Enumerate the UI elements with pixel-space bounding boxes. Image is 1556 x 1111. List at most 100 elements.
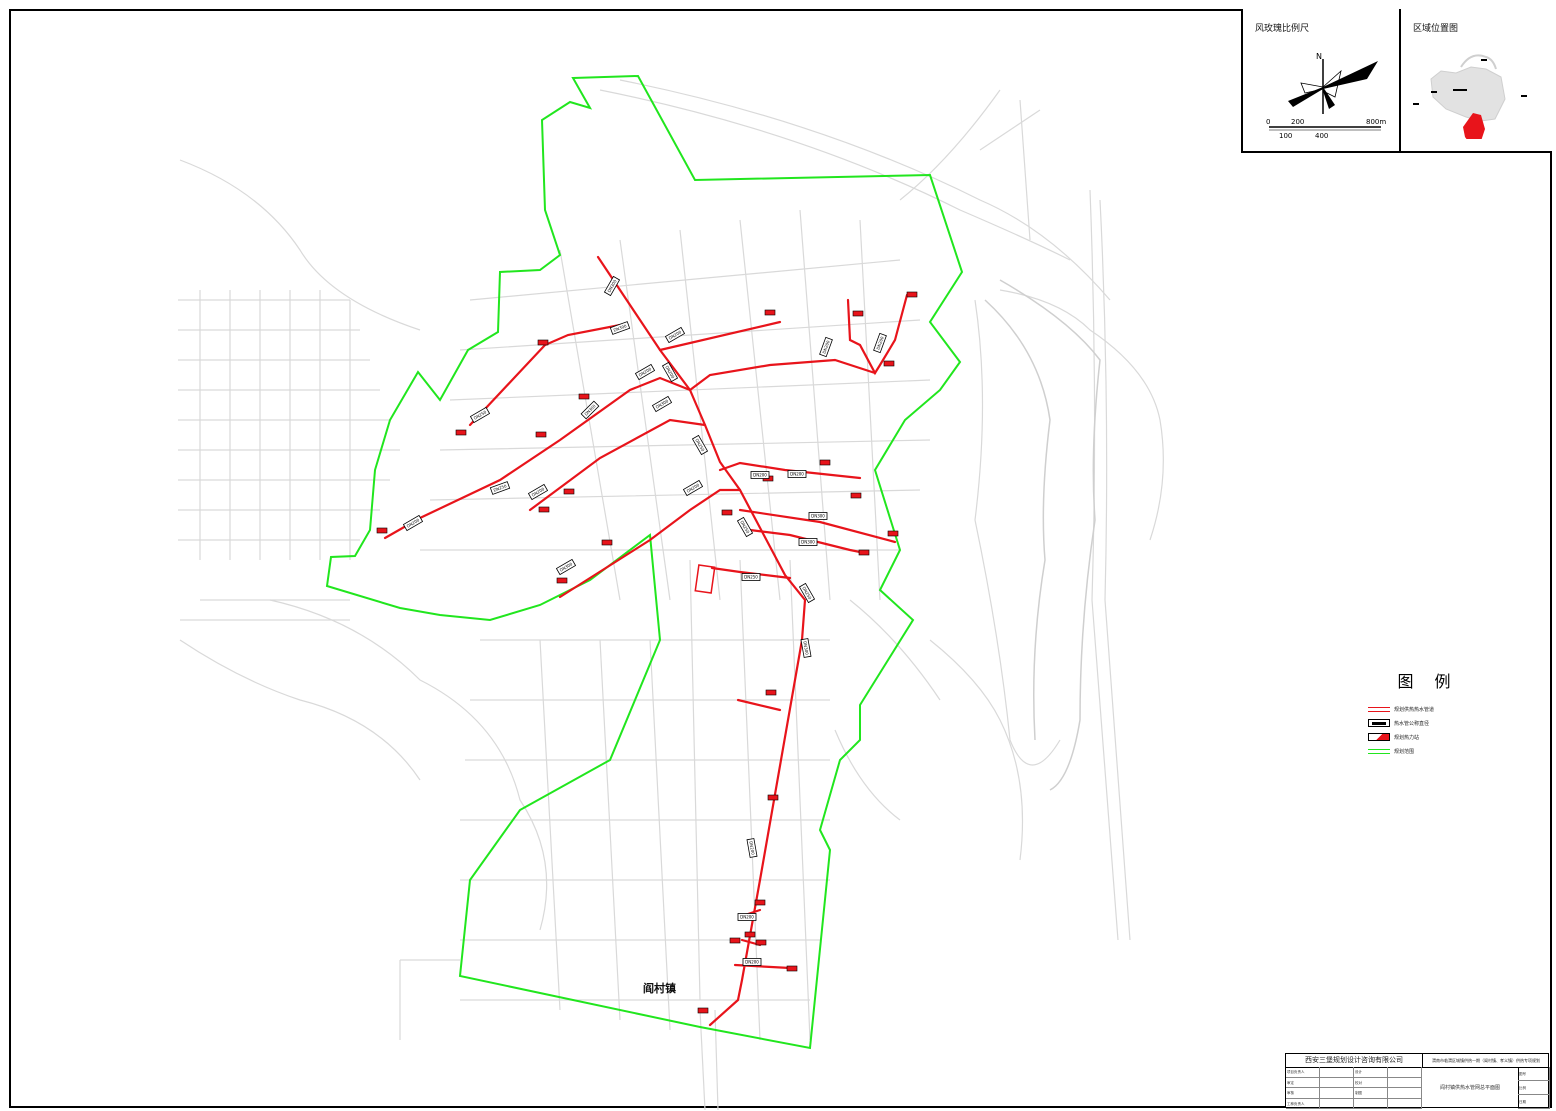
- tb-cell: [1388, 1098, 1422, 1109]
- tb-cell: [1320, 1067, 1354, 1078]
- drawing-info: 图号 比例 日期: [1518, 1067, 1550, 1109]
- tb-cell: 项目负责人: [1286, 1067, 1320, 1078]
- wind-rose-inset: 风玫瑰比例尺 N 0 200 800m 100 400: [1241, 9, 1399, 153]
- pipe-diameter-tag: DN200: [402, 514, 424, 532]
- planned-site: [694, 564, 716, 594]
- planning-boundary: [325, 74, 964, 1050]
- pipe-diameter-tag: DN250: [798, 582, 816, 604]
- pipe-diameter-tag: DN200: [742, 958, 762, 966]
- legend-label: 规划供热热水管道: [1394, 706, 1435, 713]
- heating-pipes: [383, 255, 909, 1027]
- tb-cell: 设计: [1354, 1067, 1388, 1078]
- pipe-diameter-tag: DN200: [661, 361, 679, 383]
- pipe-diameter-tag: DN200: [787, 470, 807, 478]
- pipe-diameter-tag: DN200: [873, 332, 887, 354]
- pipe-diameter-label: DN300: [655, 398, 670, 409]
- scale-tick-100: 100: [1279, 132, 1292, 139]
- tb-cell: 比例: [1518, 1081, 1550, 1095]
- legend: 图 例 规划供热热水管道 热水管公称直径 规划热力站 规划范围: [1368, 668, 1488, 758]
- wind-rose: N 0 200 800m 100 400: [1266, 52, 1386, 139]
- tb-cell: [1388, 1077, 1422, 1088]
- pipe-diameter-label: DN200: [790, 472, 804, 477]
- pipe-diameter-tag: DN250: [691, 434, 709, 456]
- location-title: 区域位置图: [1413, 24, 1459, 34]
- tb-cell: 审核: [1286, 1088, 1320, 1099]
- pipe-diameter-label: DN200: [748, 841, 755, 856]
- legend-item-station: 规划热力站: [1368, 730, 1488, 744]
- tb-cell: [1320, 1098, 1354, 1109]
- red-double-line-icon: [1368, 706, 1390, 712]
- pipe-diameter-tag: DN250: [741, 573, 761, 581]
- pipe-diameter-tag: DN300: [555, 558, 577, 576]
- tb-cell: 校对: [1354, 1077, 1388, 1088]
- tb-cell: [1320, 1088, 1354, 1099]
- tb-cell: 图号: [1518, 1067, 1550, 1081]
- legend-label: 规划范围: [1394, 748, 1415, 755]
- pipe-diameter-label: DN300: [811, 514, 825, 519]
- pipe-diameter-label: DN250: [493, 483, 508, 493]
- pipe-diameter-tag: DN250: [489, 481, 511, 495]
- scale-tick-400: 400: [1315, 132, 1328, 139]
- pipe-diameter-tag: DN200: [737, 913, 757, 921]
- tb-cell: [1388, 1088, 1422, 1099]
- scale-tick-800m: 800m: [1366, 118, 1386, 126]
- pipe-diameter-label: DN300: [606, 278, 617, 293]
- tb-cell: 审定: [1286, 1077, 1320, 1088]
- heat-stations: [376, 291, 918, 1014]
- location-map: [1413, 54, 1527, 139]
- pipe-diameter-tag: DN300: [798, 538, 818, 546]
- pipe-diameter-label: DN200: [740, 915, 754, 920]
- pipe-diameter-label: DN300: [559, 561, 574, 572]
- legend-label: 规划热力站: [1394, 734, 1420, 741]
- tb-cell: [1388, 1067, 1422, 1078]
- pipe-diameter-tag: DN300: [808, 512, 828, 520]
- pipe-diameter-tag: DN250: [736, 516, 754, 538]
- pipe-diameter-label: DN200: [664, 365, 675, 380]
- pipe-diameter-tag: DN200: [750, 471, 770, 479]
- pipe-diameter-tags: DN300DN300DN250DN200DN200DN300DN200DN300…: [402, 275, 887, 966]
- pipe-diameter-label: DN250: [801, 586, 812, 601]
- title-block: 西安三堡规划设计咨询有限公司 渭南市临渭区城镇供热一期（阎村镇、孝义镇）供热专项…: [1285, 1053, 1550, 1109]
- pipe-diameter-label: DN300: [613, 323, 628, 333]
- tb-cell: [1320, 1077, 1354, 1088]
- pipe-diameter-label: DN250: [694, 438, 705, 453]
- pipe-diameter-label: DN250: [473, 409, 488, 420]
- green-boundary-line-icon: [1368, 748, 1390, 754]
- pipe-diameter-tag: DN200: [664, 326, 686, 344]
- pipe-diameter-label: DN200: [745, 960, 759, 965]
- pipe-diameter-label: DN200: [531, 486, 546, 497]
- wind-rose-title: 风玫瑰比例尺: [1255, 24, 1310, 34]
- pipe-diameter-tag: DN200: [682, 479, 704, 497]
- river: [984, 279, 1101, 791]
- tb-cell: 工种负责人: [1286, 1098, 1320, 1109]
- drawing-name: 阎村镇供热水管网总平面图: [1422, 1067, 1519, 1109]
- heat-station-icon: [1368, 733, 1390, 741]
- pipe-diameter-label: DN200: [821, 339, 831, 354]
- pipe-diameter-label: DN200: [638, 366, 653, 377]
- pipe-diameter-label: DN300: [802, 641, 809, 656]
- company-name: 西安三堡规划设计咨询有限公司: [1286, 1054, 1423, 1068]
- legend-item-boundary: 规划范围: [1368, 744, 1488, 758]
- tb-cell: 制图: [1354, 1088, 1388, 1099]
- pipe-diameter-tag: DN200: [819, 336, 833, 358]
- pipe-diameter-label: DN200: [753, 473, 767, 478]
- pipe-diameter-tag: DN200: [746, 838, 758, 858]
- pipe-diameter-tag: DN300: [580, 400, 600, 420]
- pipe-diameter-label: DN200: [668, 329, 683, 340]
- pipe-diameter-tag: DN200: [634, 363, 656, 381]
- pipe-diameter-tag: DN200: [527, 483, 549, 501]
- drawing-frame: [9, 9, 1552, 1108]
- pipe-diameter-tag: DN250: [469, 406, 491, 424]
- scale-tick-0: 0: [1266, 118, 1270, 126]
- pipe-diameter-tag: DN300: [800, 638, 812, 658]
- scale-tick-200: 200: [1291, 118, 1304, 126]
- legend-item-pipe: 规划供热热水管道: [1368, 702, 1488, 716]
- pipe-diameter-tag: DN300: [651, 395, 673, 413]
- base-road-network: [178, 79, 1164, 1111]
- town-label: 阎村镇: [643, 982, 676, 995]
- legend-label: 热水管公称直径: [1394, 720, 1430, 727]
- legend-item-diameter: 热水管公称直径: [1368, 716, 1488, 730]
- pipe-diameter-label: DN250: [739, 520, 750, 535]
- project-name: 渭南市临渭区城镇供热一期（阎村镇、孝义镇）供热专项规划: [1422, 1054, 1550, 1068]
